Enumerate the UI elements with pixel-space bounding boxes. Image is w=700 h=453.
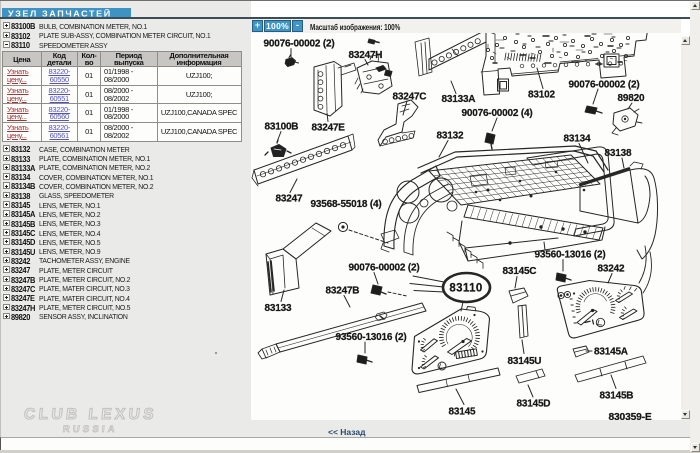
svg-text:83133: 83133: [265, 303, 292, 314]
svg-text:83138: 83138: [605, 148, 632, 159]
svg-text:83145: 83145: [449, 407, 476, 418]
svg-text:83134: 83134: [564, 134, 591, 145]
svg-text:83242: 83242: [598, 264, 625, 275]
svg-text:RUSSIA: RUSSIA: [62, 424, 118, 435]
svg-text:83145B: 83145B: [600, 391, 634, 402]
svg-text:83145D: 83145D: [517, 399, 551, 410]
svg-text:83132: 83132: [437, 131, 464, 142]
svg-text:83100B: 83100B: [265, 122, 299, 133]
svg-text:83247E: 83247E: [312, 123, 346, 134]
svg-text:83145A: 83145A: [594, 347, 628, 358]
svg-text:83145U: 83145U: [508, 356, 542, 367]
svg-text:93560-13016 (2): 93560-13016 (2): [336, 332, 407, 343]
svg-text:89820: 89820: [618, 93, 645, 104]
svg-text:83247: 83247: [276, 194, 303, 205]
svg-text:CLUB LEXUS: CLUB LEXUS: [23, 406, 158, 423]
svg-text:83133A: 83133A: [442, 94, 476, 105]
svg-text:83247C: 83247C: [393, 92, 427, 103]
svg-text:83247H: 83247H: [349, 50, 383, 61]
svg-text:93560-13016 (2): 93560-13016 (2): [535, 250, 606, 261]
svg-text:90076-00002 (2): 90076-00002 (2): [569, 80, 640, 91]
svg-text:90076-00002 (2): 90076-00002 (2): [349, 263, 420, 274]
svg-text:83247B: 83247B: [326, 286, 360, 297]
svg-text:83110: 83110: [449, 283, 482, 295]
svg-text:90076-00002 (4): 90076-00002 (4): [462, 108, 533, 119]
svg-text:93568-55018 (4): 93568-55018 (4): [311, 199, 382, 210]
svg-text:830359-E: 830359-E: [609, 412, 652, 420]
svg-text:90076-00002 (2): 90076-00002 (2): [264, 39, 335, 50]
svg-text:83102: 83102: [528, 90, 555, 101]
svg-text:83145C: 83145C: [503, 266, 537, 277]
